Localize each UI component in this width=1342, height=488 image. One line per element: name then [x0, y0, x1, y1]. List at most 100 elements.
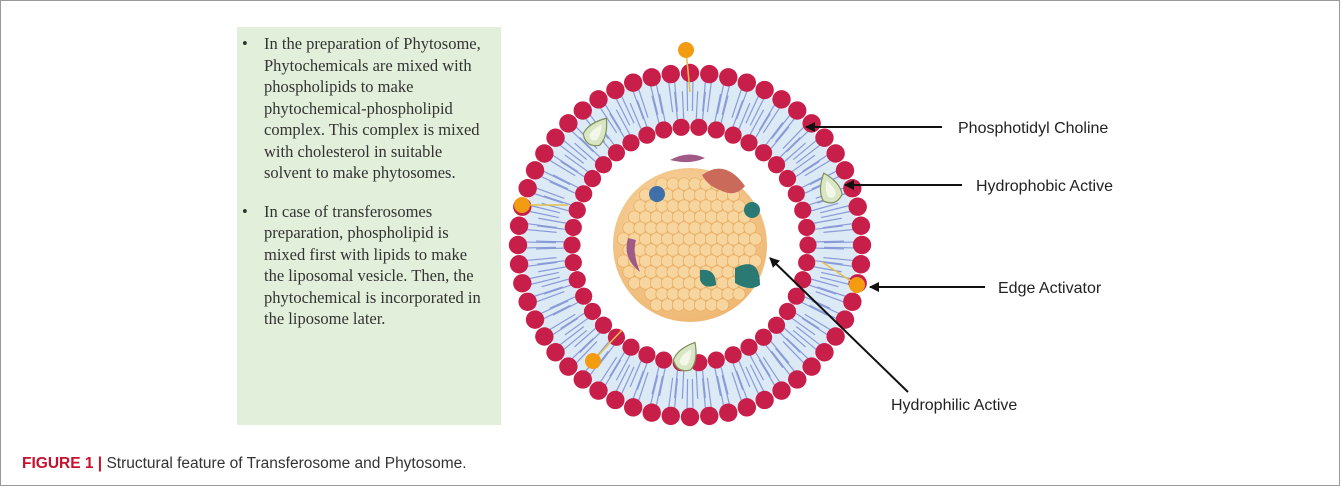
- phospholipid-head: [681, 408, 699, 426]
- phospholipid-head: [574, 101, 592, 119]
- phospholipid-head: [788, 370, 806, 388]
- core-bead: [617, 255, 629, 267]
- phospholipid-head: [779, 170, 796, 187]
- core-bead: [744, 222, 756, 234]
- phospholipid-head: [624, 398, 642, 416]
- core-bead: [645, 288, 657, 300]
- core-bead: [733, 222, 745, 234]
- phospholipid-head: [852, 217, 870, 235]
- core-bead: [700, 288, 712, 300]
- core-bead: [689, 178, 701, 190]
- core-bead: [716, 211, 728, 223]
- core-bead: [733, 200, 745, 212]
- phospholipid-head: [643, 68, 661, 86]
- hydrophilic-active: [649, 186, 665, 202]
- core-bead: [689, 288, 701, 300]
- core-bead: [639, 211, 651, 223]
- core-bead: [694, 299, 706, 311]
- phospholipid-head: [569, 202, 586, 219]
- core-bead: [716, 255, 728, 267]
- core-bead: [711, 222, 723, 234]
- core-bead: [667, 200, 679, 212]
- core-bead: [623, 266, 635, 278]
- phospholipid-head: [606, 391, 624, 409]
- core-bead: [749, 233, 761, 245]
- phospholipid-head: [546, 129, 564, 147]
- core-bead: [667, 178, 679, 190]
- core-bead: [661, 233, 673, 245]
- core-bead: [733, 244, 745, 256]
- phospholipid-head: [853, 236, 871, 254]
- phospholipid-head: [700, 65, 718, 83]
- core-bead: [650, 233, 662, 245]
- phospholipid-head: [719, 68, 737, 86]
- label-hydrophobic-active: Hydrophobic Active: [976, 178, 1113, 195]
- phospholipid-head: [518, 179, 536, 197]
- core-bead: [683, 189, 695, 201]
- label-hydrophilic-active: Hydrophilic Active: [891, 397, 1017, 414]
- phospholipid-head: [513, 274, 531, 292]
- core-bead: [689, 200, 701, 212]
- phospholipid-head: [798, 254, 815, 271]
- core-bead: [678, 200, 690, 212]
- phospholipid-head: [738, 73, 756, 91]
- core-bead: [716, 233, 728, 245]
- phospholipid-head: [779, 303, 796, 320]
- core-bead: [667, 244, 679, 256]
- phospholipid-head: [638, 346, 655, 363]
- phospholipid-head: [755, 329, 772, 346]
- core-bead: [689, 244, 701, 256]
- phospholipid-head: [852, 255, 870, 273]
- phospholipid-head: [794, 202, 811, 219]
- core-bead: [694, 189, 706, 201]
- phospholipid-head: [622, 134, 639, 151]
- phospholipid-head: [655, 121, 672, 138]
- core-bead: [733, 288, 745, 300]
- phospholipid-head: [595, 156, 612, 173]
- core-bead: [667, 266, 679, 278]
- phospholipid-head: [510, 217, 528, 235]
- phospholipid-head: [843, 293, 861, 311]
- label-edge-activator: Edge Activator: [998, 280, 1102, 297]
- core-bead: [683, 233, 695, 245]
- core-bead: [634, 200, 646, 212]
- phospholipid-head: [569, 271, 586, 288]
- core-bead: [744, 244, 756, 256]
- core-bead: [650, 211, 662, 223]
- phospholipid-head: [755, 81, 773, 99]
- phospholipid-head: [559, 114, 577, 132]
- lipid-tail: [536, 248, 564, 249]
- core-bead: [716, 299, 728, 311]
- core-bead: [705, 233, 717, 245]
- core-bead: [722, 244, 734, 256]
- phospholipid-head: [584, 303, 601, 320]
- core-bead: [634, 222, 646, 234]
- core-bead: [667, 222, 679, 234]
- core-bead: [683, 299, 695, 311]
- phospholipid-head: [595, 317, 612, 334]
- core-bead: [678, 266, 690, 278]
- phospholipid-head: [768, 317, 785, 334]
- core-bead: [661, 277, 673, 289]
- phospholipid-head: [740, 339, 757, 356]
- core-bead: [716, 277, 728, 289]
- phospholipid-head: [681, 64, 699, 82]
- phospholipid-head: [690, 119, 707, 136]
- core-bead: [738, 233, 750, 245]
- phospholipid-head: [740, 134, 757, 151]
- phospholipid-head: [535, 327, 553, 345]
- core-bead: [656, 266, 668, 278]
- phospholipid-head: [772, 90, 790, 108]
- phospholipid-head: [815, 343, 833, 361]
- core-bead: [645, 222, 657, 234]
- phospholipid-head: [798, 219, 815, 236]
- core-bead: [689, 266, 701, 278]
- core-bead: [661, 211, 673, 223]
- lipid-tail: [687, 81, 688, 111]
- core-bead: [650, 255, 662, 267]
- edge-activator: [585, 353, 601, 369]
- edge-activator: [678, 42, 694, 58]
- core-bead: [694, 255, 706, 267]
- phospholipid-head: [643, 403, 661, 421]
- core-bead: [705, 211, 717, 223]
